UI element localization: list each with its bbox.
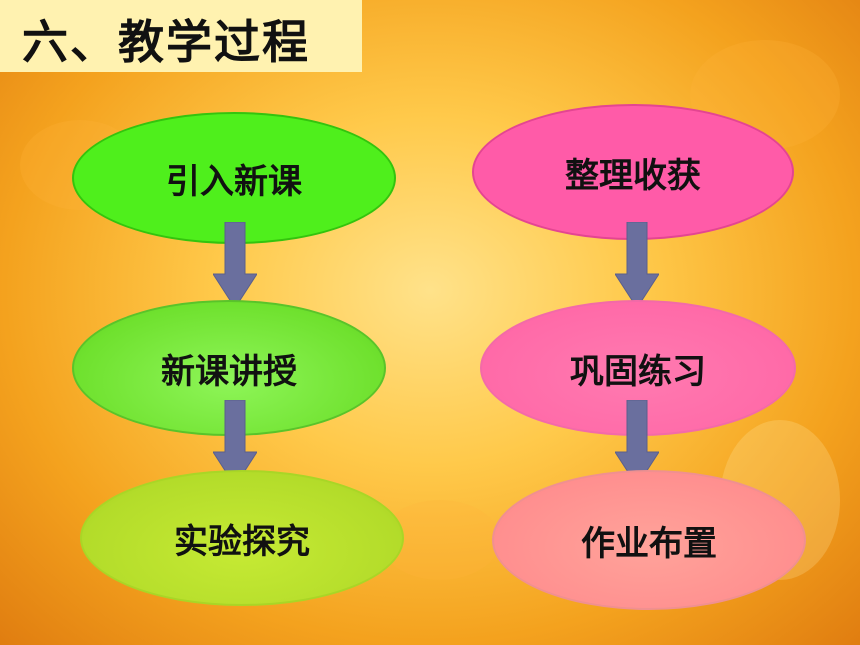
- flow-node-label: 巩固练习: [570, 351, 706, 392]
- flow-node-left-3: 实验探究: [80, 470, 404, 606]
- flow-node-label: 新课讲授: [161, 351, 297, 392]
- down-arrow-left-2: [213, 400, 257, 486]
- down-arrow-right-1: [615, 222, 659, 308]
- flow-node-label: 作业布置: [581, 523, 717, 564]
- flow-node-label: 实验探究: [174, 521, 310, 562]
- flow-node-label: 整理收获: [565, 155, 701, 196]
- down-arrow-right-2: [615, 400, 659, 486]
- slide-title: 六、教学过程: [22, 15, 310, 69]
- flow-node-label: 引入新课: [166, 161, 302, 202]
- down-arrow-left-1: [213, 222, 257, 308]
- flow-node-right-1: 整理收获: [472, 104, 794, 240]
- flow-node-right-3: 作业布置: [492, 470, 806, 610]
- title-box: 六、教学过程: [0, 0, 362, 72]
